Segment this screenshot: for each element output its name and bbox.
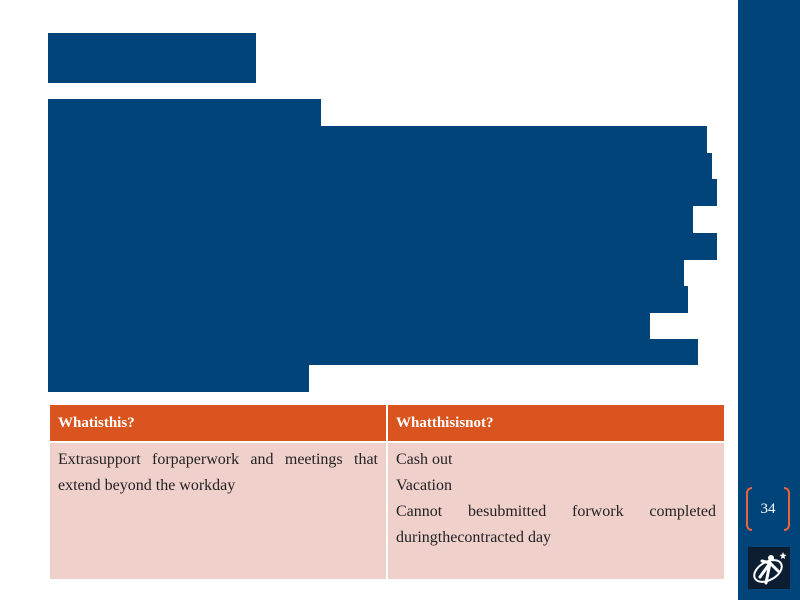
header-what-is-this: Whatisthis? <box>48 403 388 443</box>
table-row: Extrasupport forpaperwork and meetings t… <box>48 441 726 581</box>
info-table: Whatisthis? Whatthisisnot? Extrasupport … <box>48 403 726 581</box>
list-item: Vacation <box>396 477 452 494</box>
list-item: Cannot besubmitted forwork completed dur… <box>396 503 716 546</box>
table-header-row: Whatisthis? Whatthisisnot? <box>48 403 726 443</box>
page-number-badge: 34 <box>746 487 790 531</box>
header-what-this-is-not: Whatthisisnot? <box>386 403 726 443</box>
page-number: 34 <box>760 500 776 517</box>
right-bracket-icon <box>784 487 790 531</box>
left-bracket-icon <box>746 487 752 531</box>
cell-text: Extrasupport forpaperwork and meetings t… <box>58 451 378 494</box>
redacted-title <box>48 33 256 83</box>
list-item: Cash out <box>396 451 453 468</box>
cell-what-this-is-not: Cash out Vacation Cannot besubmitted for… <box>386 441 726 581</box>
logo-icon <box>748 547 790 589</box>
cell-what-is-this: Extrasupport forpaperwork and meetings t… <box>48 441 388 581</box>
